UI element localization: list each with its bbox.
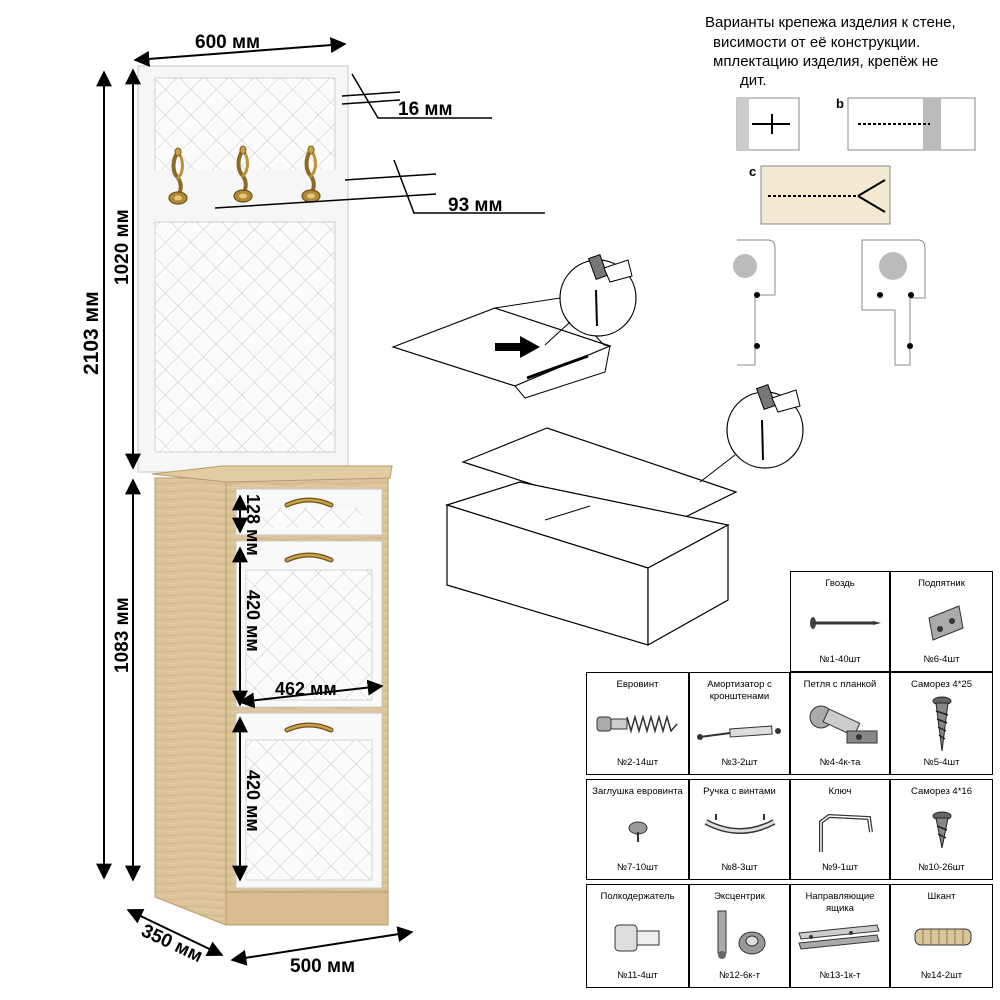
foot-pad-icon <box>928 605 964 641</box>
door-1-quilt <box>245 569 373 701</box>
gas-spring-icon <box>697 725 781 740</box>
part-cell-nail: Гвоздь №1-40шт <box>790 571 890 672</box>
part-cell-hex-key: Ключ №9-1шт <box>790 779 890 880</box>
part-name: Заглушка евровинта <box>592 786 683 797</box>
nail-icon <box>810 617 881 629</box>
part-name: Саморез 4*25 <box>911 679 972 690</box>
dim-500-label: 500 мм <box>290 956 355 977</box>
dim-462-label: 462 мм <box>275 679 337 699</box>
part-name: Ручка с винтами <box>703 786 776 797</box>
part-name: Полкодержатель <box>600 891 675 902</box>
cap-icon <box>628 821 648 842</box>
dim-128-label: 128 мм <box>243 494 263 556</box>
dim-462-line <box>238 679 384 709</box>
part-count: №1-40шт <box>819 654 861 665</box>
cabinet-plinth <box>225 891 389 926</box>
part-name: Шкант <box>927 891 956 902</box>
part-cell-cam-lock: Эксцентрик №12-6к-т <box>689 884 790 988</box>
part-cell-dowel: Шкант №14-2шт <box>890 884 993 988</box>
part-cell-foot-pad: Подпятник №6-4шт <box>890 571 993 672</box>
dim-16-leader <box>341 73 492 119</box>
part-name: Ключ <box>828 786 852 797</box>
dim-420b-label: 420 мм <box>243 770 263 832</box>
dim-500-line <box>230 926 414 966</box>
mounting-note-line-2: висимости от её конструкции. <box>713 34 921 51</box>
part-cell-gas-spring: Амортизатор с кронштенами №3-2шт <box>689 672 790 775</box>
shelf-pin-icon <box>614 924 660 952</box>
part-name: Гвоздь <box>825 578 855 589</box>
part-cell-screw-16: Саморез 4*16 №10-26шт <box>890 779 993 880</box>
part-name: Петля с планкой <box>803 679 877 690</box>
handle-icon <box>704 814 776 834</box>
part-name: Саморез 4*16 <box>911 786 972 797</box>
part-count: №5-4шт <box>923 757 960 768</box>
part-count: №11-4шт <box>617 970 658 981</box>
dim-350-line <box>126 909 224 956</box>
part-count: №2-14шт <box>616 757 659 768</box>
part-cell-cap: Заглушка евровинта №7-10шт <box>586 779 689 880</box>
part-count: №12-6к-т <box>719 970 760 981</box>
part-count: №8-3шт <box>721 862 758 873</box>
part-count: №7-10шт <box>616 862 659 873</box>
panel-bottom-quilt <box>154 221 336 453</box>
dim-1083-label: 1083 мм <box>112 597 133 673</box>
part-name: Направляющие ящика <box>805 891 875 914</box>
part-count: №3-2шт <box>721 757 758 768</box>
dim-16-label: 16 мм <box>398 99 453 120</box>
screw-icon <box>932 696 952 752</box>
drawer-quilt <box>262 508 362 528</box>
cabinet-top <box>151 465 393 483</box>
hinge-icon <box>809 705 878 744</box>
hex-key-icon <box>819 813 873 852</box>
dowel-icon <box>914 928 972 946</box>
screw-icon <box>932 811 952 849</box>
part-name: Эксцентрик <box>714 891 765 902</box>
cam-lock-icon <box>717 910 766 959</box>
dim-2103-label: 2103 мм <box>80 291 103 375</box>
assembly-step-drawer-bottom <box>391 253 637 399</box>
part-cell-hinge: Петля с планкой №4-4к-та <box>790 672 890 775</box>
part-name: Евровинт <box>616 679 659 690</box>
mounting-note-line-4: дит. <box>740 72 767 89</box>
part-count: №14-2шт <box>920 970 963 981</box>
part-count: №4-4к-та <box>819 757 861 768</box>
mounting-note-line-1: Варианты крепежа изделия к стене, <box>705 14 956 31</box>
variant-c-label: c <box>749 164 756 179</box>
part-cell-screw-25: Саморез 4*25 №5-4шт <box>890 672 993 775</box>
door-2-quilt <box>245 739 373 881</box>
push-arrow-icon <box>495 336 540 358</box>
mounting-variants: b c <box>733 96 976 366</box>
euroscrew-icon <box>596 714 678 734</box>
hammer-icon <box>755 383 801 461</box>
part-count: №13-1к-т <box>819 970 861 981</box>
part-count: №9-1шт <box>822 862 858 873</box>
part-name: Амортизатор с кронштенами <box>707 679 772 702</box>
dim-93-label: 93 мм <box>448 195 503 216</box>
hammer-icon <box>587 253 633 327</box>
product-drawing: 600 мм 16 мм 93 мм 2103 мм 1020 мм 1083 … <box>80 32 545 977</box>
drawer-slide-icon <box>798 924 880 950</box>
dim-600-line <box>133 37 347 67</box>
part-cell-drawer-slide: Направляющие ящика №13-1к-т <box>790 884 890 988</box>
bracket-right <box>861 239 926 366</box>
part-count: №6-4шт <box>923 654 960 665</box>
part-cell-shelf-pin: Полкодержатель №11-4шт <box>586 884 689 988</box>
dim-93-leader <box>214 159 545 214</box>
variant-b-label: b <box>836 96 844 111</box>
part-count: №10-26шт <box>918 862 965 873</box>
dim-1020-label: 1020 мм <box>112 209 133 285</box>
dim-420a-label: 420 мм <box>243 590 263 652</box>
part-cell-handle: Ручка с винтами №8-3шт <box>689 779 790 880</box>
assembly-step-back-panel <box>444 383 804 647</box>
part-cell-euroscrew: Евровинт №2-14шт <box>586 672 689 775</box>
mounting-note-line-3: мплектацию изделия, крепёж не <box>713 53 939 70</box>
dim-600-label: 600 мм <box>195 32 260 53</box>
part-name: Подпятник <box>918 578 965 589</box>
variant-b-figure <box>847 97 976 151</box>
